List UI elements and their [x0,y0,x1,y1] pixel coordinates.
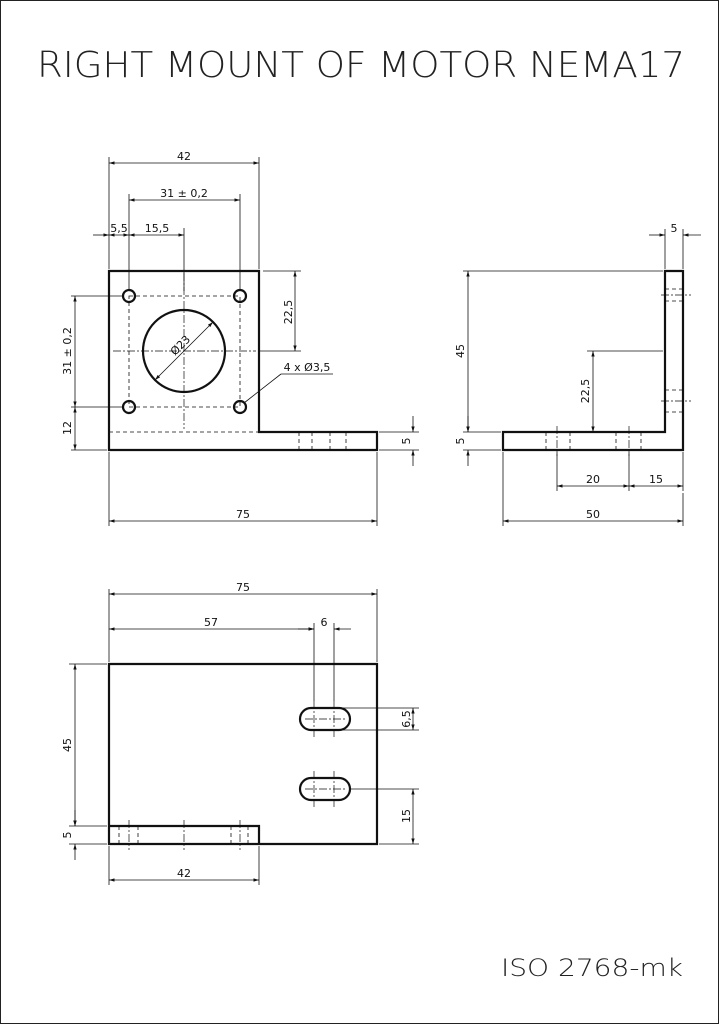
side-view: 5 45 5 22,5 20 15 50 [454,222,701,526]
dim-side-height: 45 [454,344,467,358]
dim-front-total-length: 75 [236,508,250,521]
front-view-outline [107,269,379,452]
dim-front-vertical-spacing: 31 ± 0,2 [61,327,74,375]
dim-top-slot-width: 6 [321,616,328,629]
dim-front-plate-thickness: 5 [400,438,413,445]
motor-bore [141,308,227,394]
dim-front-bore: Ø23 [168,333,193,358]
dim-side-hole-height: 22,5 [579,379,592,404]
dim-side-slot-edge: 15 [649,473,663,486]
dim-side-wall-thickness: 5 [671,222,678,235]
tolerance-standard: ISO 2768-mk [501,954,683,982]
dim-side-base-thickness: 5 [454,438,467,445]
dim-top-wall-thickness: 5 [61,832,74,839]
mounting-slot [298,706,352,732]
dim-top-wall-length: 42 [177,867,191,880]
mounting-slot [298,776,352,802]
mounting-hole [121,399,137,415]
dim-top-height: 45 [61,738,74,752]
dim-front-center-offset: 15,5 [145,222,170,235]
drawing-title: RIGHT MOUNT OF MOTOR NEMA17 [37,45,685,86]
dim-top-slot-position: 57 [204,616,218,629]
side-view-outline [501,269,685,452]
dim-side-depth: 50 [586,508,600,521]
dim-front-edge-offset: 5,5 [110,222,128,235]
dim-front-width: 42 [177,150,191,163]
dim-side-slot-spacing: 20 [586,473,600,486]
top-view-outline [107,662,379,846]
dim-front-center-height: 22,5 [282,300,295,325]
dim-front-base-height: 12 [61,421,74,435]
top-view: 75 57 6 45 5 6,5 15 42 [61,581,419,885]
front-view: 42 31 ± 0,2 5,5 15,5 22,5 4 x Ø3,5 Ø23 3… [61,150,419,526]
dim-top-slot-offset: 15 [400,809,413,823]
dim-front-hole-callout: 4 x Ø3,5 [284,361,331,374]
dim-front-hole-spacing: 31 ± 0,2 [160,187,208,200]
dim-top-slot-length: 6,5 [400,710,413,728]
mounting-hole [232,399,248,415]
dim-top-total-length: 75 [236,581,250,594]
